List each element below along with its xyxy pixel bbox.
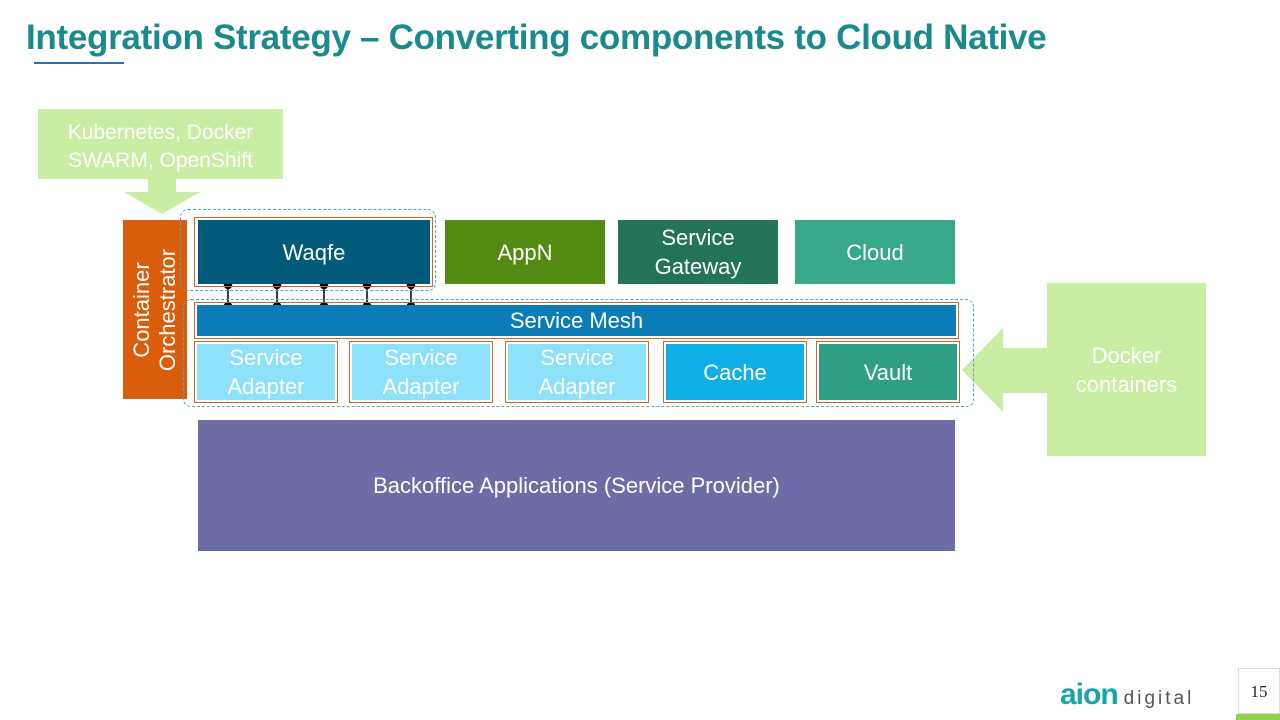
cloud-label: Cloud (846, 239, 904, 265)
service-adapter-2: Service Adapter (352, 344, 490, 400)
cache-frame: Cache (663, 341, 807, 403)
backoffice-label: Backoffice Applications (Service Provide… (373, 473, 780, 498)
backoffice-applications: Backoffice Applications (Service Provide… (198, 420, 955, 551)
docker-line-1: Docker (1091, 342, 1162, 368)
docker-containers-callout: Docker containers (1047, 283, 1206, 456)
vault-component: Vault (819, 344, 957, 400)
logo-main-text: aion (1060, 678, 1119, 711)
logo-sub-text: digital (1123, 688, 1195, 709)
service-adapter-1-frame: Service Adapter (194, 341, 338, 403)
vault-frame: Vault (816, 341, 960, 403)
service-adapter-1: Service Adapter (197, 344, 335, 400)
docker-line-2: containers (1075, 371, 1178, 397)
service-gateway-label-1: Service (661, 225, 735, 250)
page-title: Integration Strategy – Converting compon… (26, 18, 1047, 57)
callout-line-2: SWARM, OpenShift (68, 149, 253, 172)
waqfe-label: Waqfe (282, 239, 346, 265)
service-mesh-frame: Service Mesh (194, 302, 959, 339)
appn-label: AppN (497, 239, 553, 265)
service-adapter-2-frame: Service Adapter (349, 341, 493, 403)
service-gateway-label-2: Gateway (654, 254, 742, 279)
title-underline (34, 62, 124, 64)
waqfe-component: Waqfe (198, 220, 430, 284)
mesh-dashed-group (183, 299, 974, 407)
container-orchestrator: Container Orchestrator (123, 220, 187, 399)
service-gateway-component: Service Gateway (618, 220, 778, 284)
footer-accent-bar (1236, 714, 1280, 720)
container-orchestrator-label: Container Orchestrator (129, 248, 180, 371)
service-mesh-label: Service Mesh (509, 308, 644, 333)
orchestrator-tools-callout: Kubernetes, Docker SWARM, OpenShift (38, 109, 283, 179)
cache-component: Cache (666, 344, 804, 400)
callout-arrow (124, 179, 200, 214)
appn-component: AppN (445, 220, 605, 284)
service-mesh: Service Mesh (197, 305, 956, 336)
docker-arrow (962, 328, 1047, 412)
service-adapter-3: Service Adapter (508, 344, 646, 400)
page-number: 15 (1238, 668, 1280, 714)
waqfe-frame (194, 217, 433, 287)
service-adapter-3-frame: Service Adapter (505, 341, 649, 403)
waqfe-dashed-group (180, 209, 436, 291)
cloud-component: Cloud (795, 220, 955, 284)
callout-line-1: Kubernetes, Docker (67, 121, 254, 144)
